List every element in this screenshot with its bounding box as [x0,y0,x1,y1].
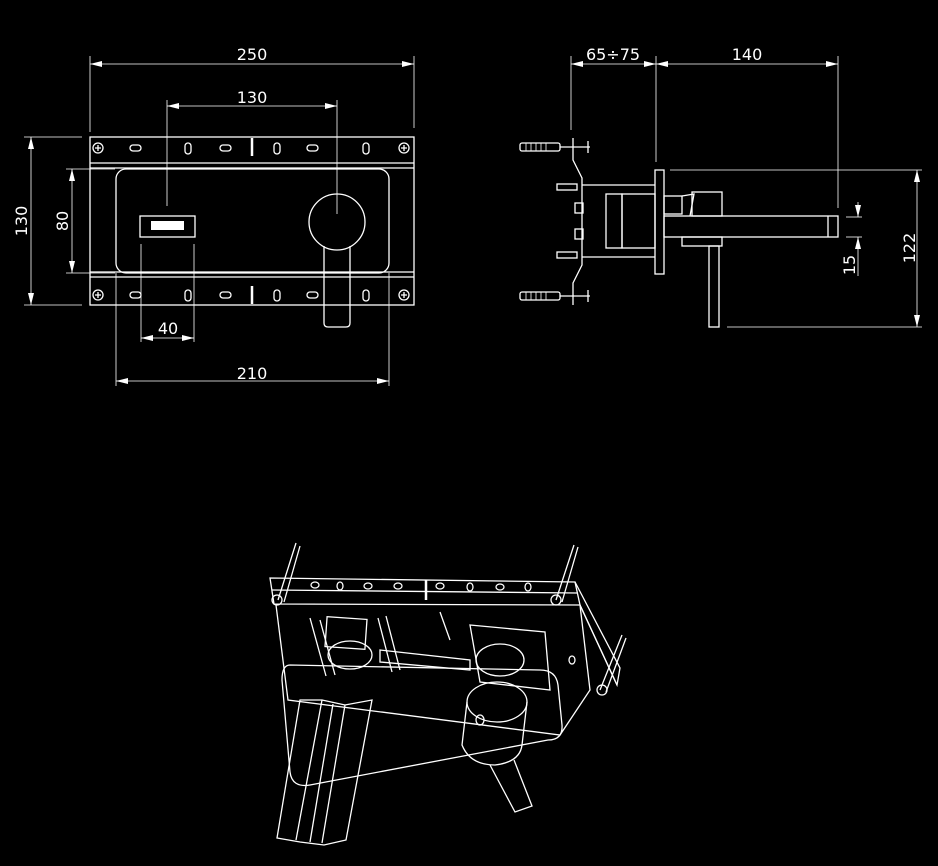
front-view: 250 130 130 80 40 210 [12,45,415,386]
dim-label-122: 122 [900,233,919,264]
spout [663,215,839,238]
dimension-lines [24,56,415,386]
dim-label-210: 210 [237,364,268,383]
iso-knob [461,681,528,766]
iso-slots [310,581,576,665]
dim-label-130: 130 [237,88,268,107]
dim-label-15: 15 [840,255,859,275]
mixer-lever [323,246,351,328]
dim-label-250: 250 [237,45,268,64]
screw-icon [92,142,410,301]
mounting-plate [89,136,415,306]
wall-flange [654,169,665,275]
side-lever [708,245,720,328]
spirit-level [139,215,196,238]
isometric-view [269,542,627,846]
iso-spout [276,699,373,846]
dim-label-40: 40 [158,319,178,338]
side-view: 65÷75 140 15 122 [519,45,922,328]
dim-label-140: 140 [732,45,763,64]
iso-cover-plate [281,664,563,787]
inner-box [115,168,390,274]
bracket [572,138,583,305]
dim-label-130-vertical: 130 [12,206,31,237]
iso-lever [489,759,533,813]
dim-label-80: 80 [53,211,72,231]
wall-anchor-icon [519,141,590,302]
dimension-lines [570,56,922,328]
valve-body [621,193,656,249]
dim-label-65-75: 65÷75 [586,45,640,64]
iso-anchor-icon [271,542,627,696]
